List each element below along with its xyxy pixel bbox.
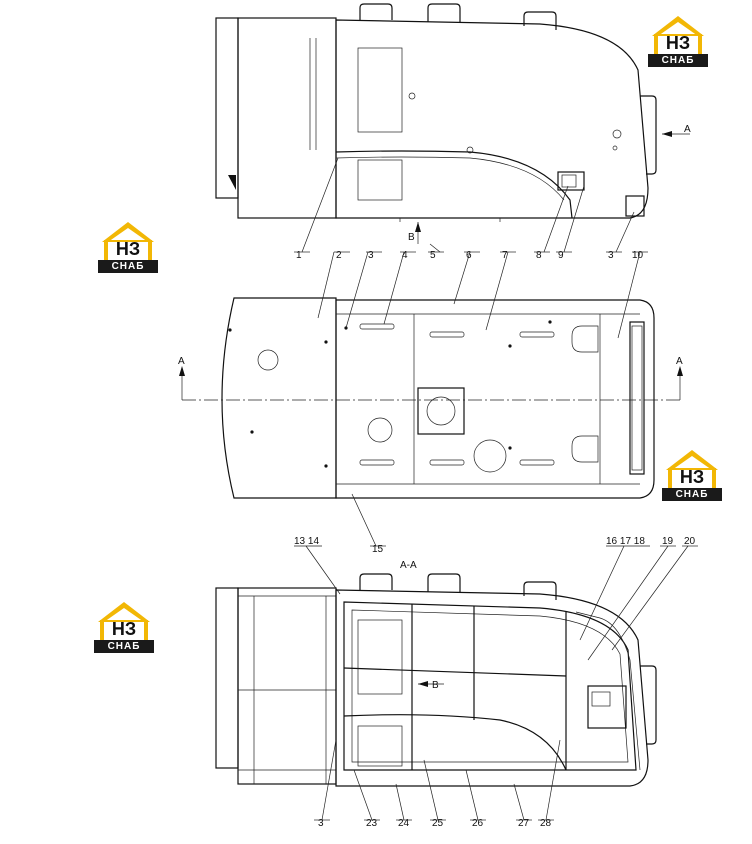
marker-a-right: A [676,356,683,367]
callout-3b: 3 [608,250,614,261]
callout-8: 8 [536,250,542,261]
logo-letters: НЗ [115,239,141,259]
callout-9: 9 [558,250,564,261]
callout-13-14: 13 14 [294,536,319,547]
section-label: A-A [400,560,417,571]
section-view [215,573,657,787]
callout-27: 27 [518,818,530,829]
callout-4: 4 [402,250,408,261]
logo-right-middle: НЗ СНАБ [660,446,724,502]
callout-16-17-18: 16 17 18 [606,536,645,547]
callout-3c: 3 [318,818,324,829]
callout-1: 1 [296,250,302,261]
callout-labels: 1 2 3 4 5 6 7 8 9 3 10 15 13 14 16 17 18… [178,124,696,829]
logo-letters: НЗ [111,619,137,639]
callout-3: 3 [368,250,374,261]
callout-26: 26 [472,818,484,829]
logo-band: СНАБ [648,54,708,67]
callout-7: 7 [502,250,508,261]
logo-band: СНАБ [98,260,158,273]
callout-19: 19 [662,536,674,547]
callout-6: 6 [466,250,472,261]
logo-top-right: НЗ СНАБ [646,12,710,68]
callout-5: 5 [430,250,436,261]
callout-28: 28 [540,818,552,829]
callout-15: 15 [372,544,384,555]
logo-roof-icon [102,222,154,262]
logo-letters: НЗ [679,467,705,487]
logo-left-lower: НЗ СНАБ [92,598,156,654]
logo-roof-icon [98,602,150,642]
callout-20: 20 [684,536,696,547]
callout-leaders [294,157,698,821]
callout-2: 2 [336,250,342,261]
plan-view [179,297,683,499]
marker-a-top: A [684,124,691,135]
callout-23: 23 [366,818,378,829]
logo-letters: НЗ [665,33,691,53]
logo-roof-icon [666,450,718,490]
logo-roof-icon [652,16,704,56]
logo-left-upper: НЗ СНАБ [96,218,160,274]
logo-band: СНАБ [662,488,722,501]
marker-b-section: B [432,680,439,691]
marker-b-top: B [408,232,415,243]
side-view [215,3,690,244]
marker-a-left: A [178,356,185,367]
logo-band: СНАБ [94,640,154,653]
callout-25: 25 [432,818,444,829]
callout-10: 10 [632,250,644,261]
callout-24: 24 [398,818,410,829]
